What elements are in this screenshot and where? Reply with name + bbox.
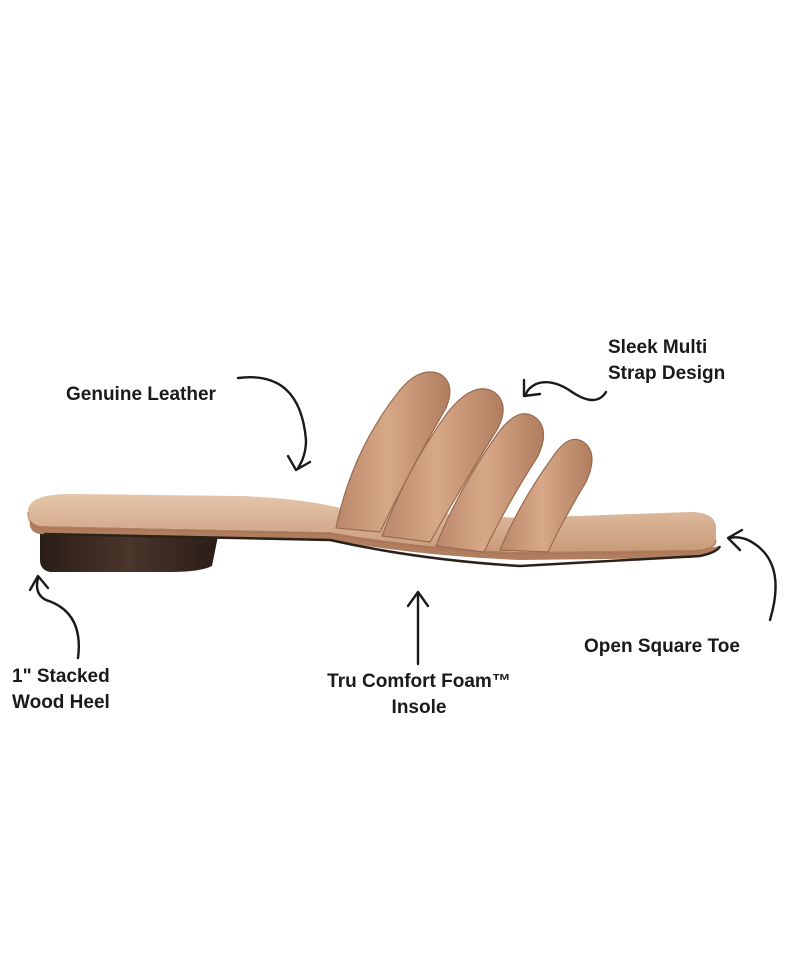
callout-toe-text: Open Square Toe: [584, 636, 740, 657]
callout-genuine-leather: Genuine Leather: [66, 382, 216, 408]
sole-edge-line: [43, 532, 722, 568]
callout-foam-line-1: Tru Comfort Foam™: [327, 671, 511, 692]
strap-2: [381, 388, 504, 543]
callout-comfort-foam: Tru Comfort Foam™ Insole: [310, 669, 528, 721]
callout-strap-line-1: Sleek Multi: [608, 337, 708, 358]
leather-arrow: [236, 375, 308, 470]
strap-3: [435, 413, 545, 553]
callout-foam-line-2: Insole: [391, 697, 447, 718]
toe-arrow: [728, 536, 777, 622]
callout-strap-design: Sleek Multi Strap Design: [608, 335, 725, 387]
callout-open-square-toe: Open Square Toe: [584, 634, 740, 660]
heel-arrow: [35, 576, 80, 660]
stacked-heel: [40, 532, 218, 572]
strap-4: [499, 438, 593, 553]
strap-arrow: [524, 381, 608, 402]
callout-heel-line-2: Wood Heel: [12, 692, 110, 713]
callout-stacked-heel: 1" Stacked Wood Heel: [12, 664, 110, 716]
sole: [29, 520, 720, 560]
callout-genuine-leather-text: Genuine Leather: [66, 384, 216, 405]
callout-strap-line-2: Strap Design: [608, 363, 726, 384]
callout-heel-line-1: 1" Stacked: [12, 666, 110, 687]
